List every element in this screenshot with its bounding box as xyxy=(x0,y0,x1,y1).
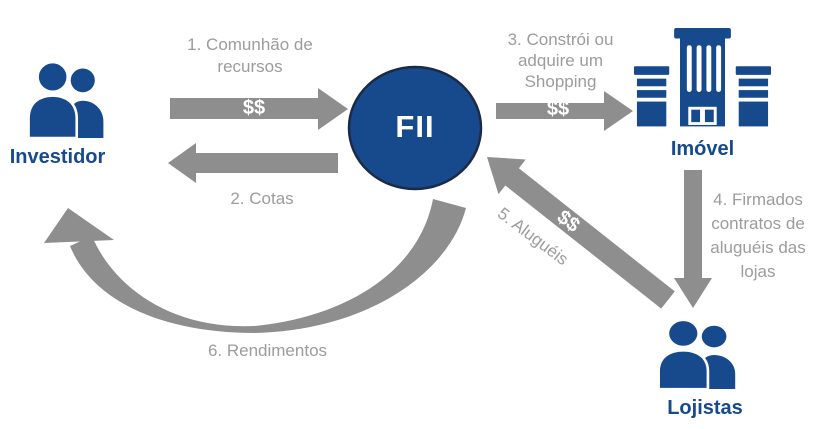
property-building-icon xyxy=(634,28,771,127)
tenants-people-icon xyxy=(657,318,736,389)
flow3-label-line3: Shopping xyxy=(524,72,597,91)
arrow-2-cotas xyxy=(168,143,338,183)
flow1-label-line2: recursos xyxy=(217,57,283,76)
arrow-1-comunhao-recursos xyxy=(170,88,348,130)
fii-label: FII xyxy=(395,109,435,144)
flow4-label-line2: contratos de xyxy=(711,214,805,233)
arrow-5-alugueis xyxy=(487,157,675,309)
flow4-label-line4: lojas xyxy=(740,262,776,281)
investor-people-icon xyxy=(27,60,104,138)
flow1-money-text: $$ xyxy=(242,97,266,119)
flow2-label: 2. Cotas xyxy=(230,189,294,208)
property-label: Imóvel xyxy=(670,138,735,160)
arrow-6-rendimentos-curve xyxy=(70,199,466,333)
tenants-label: Lojistas xyxy=(667,397,743,419)
flow3-label-line2: adquire um xyxy=(517,51,604,70)
flow1-label: 1. Comunhão de recursos xyxy=(150,34,350,78)
flow4-label: 4. Firmados contratos de aluguéis das lo… xyxy=(688,188,828,284)
flow6-label: 6. Rendimentos xyxy=(207,341,328,360)
arrow-6-rendimentos-head xyxy=(44,208,114,243)
investor-label: Investidor xyxy=(9,146,106,168)
flow4-label-line1: 4. Firmados xyxy=(713,190,803,209)
fii-circle xyxy=(347,65,483,191)
flow1-label-line1: 1. Comunhão de xyxy=(187,35,313,54)
flow4-label-line3: aluguéis das xyxy=(710,238,806,257)
flow3-label: 3. Constrói ou adquire um Shopping xyxy=(478,29,643,92)
flow3-label-line1: 3. Constrói ou xyxy=(507,30,614,49)
arrow-3-constroi-adquire xyxy=(496,91,633,131)
arrow-4-contratos-alugueis xyxy=(674,170,712,308)
flow3-money-text: $$ xyxy=(546,98,570,120)
